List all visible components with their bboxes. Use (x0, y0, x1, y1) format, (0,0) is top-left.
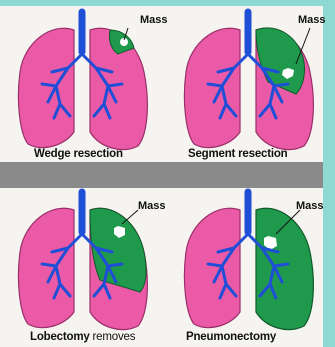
caption-text: Pneumonectomy (186, 331, 276, 343)
caption-segment-resection: Segment resection (188, 148, 288, 160)
lung-diagram-lobectomy (18, 192, 147, 330)
caption-pneumonectomy: Pneumonectomy (186, 331, 276, 343)
left-lung (184, 28, 240, 147)
caption-text: Segment resection (188, 148, 288, 160)
caption-extra-text: removes (93, 331, 136, 343)
left-lung (184, 208, 240, 327)
mass-label: Mass (298, 14, 326, 26)
left-lung (18, 28, 74, 147)
lung-diagram-pneumonectomy (184, 192, 313, 330)
caption-text: Wedge resection (34, 148, 123, 160)
resected-whole-lung (256, 208, 313, 329)
mass-pointer (122, 210, 138, 224)
caption-lobectomy: Lobectomy removes (30, 331, 135, 343)
mass-label: Mass (140, 14, 168, 26)
caption-wedge-resection: Wedge resection (34, 148, 123, 160)
caption-text: Lobectomy (30, 331, 90, 343)
lung-diagram-segment (184, 12, 313, 150)
mass-label: Mass (138, 200, 166, 212)
mass-label: Mass (296, 200, 324, 212)
lung-diagram-wedge (18, 12, 147, 150)
left-lung (18, 208, 74, 327)
